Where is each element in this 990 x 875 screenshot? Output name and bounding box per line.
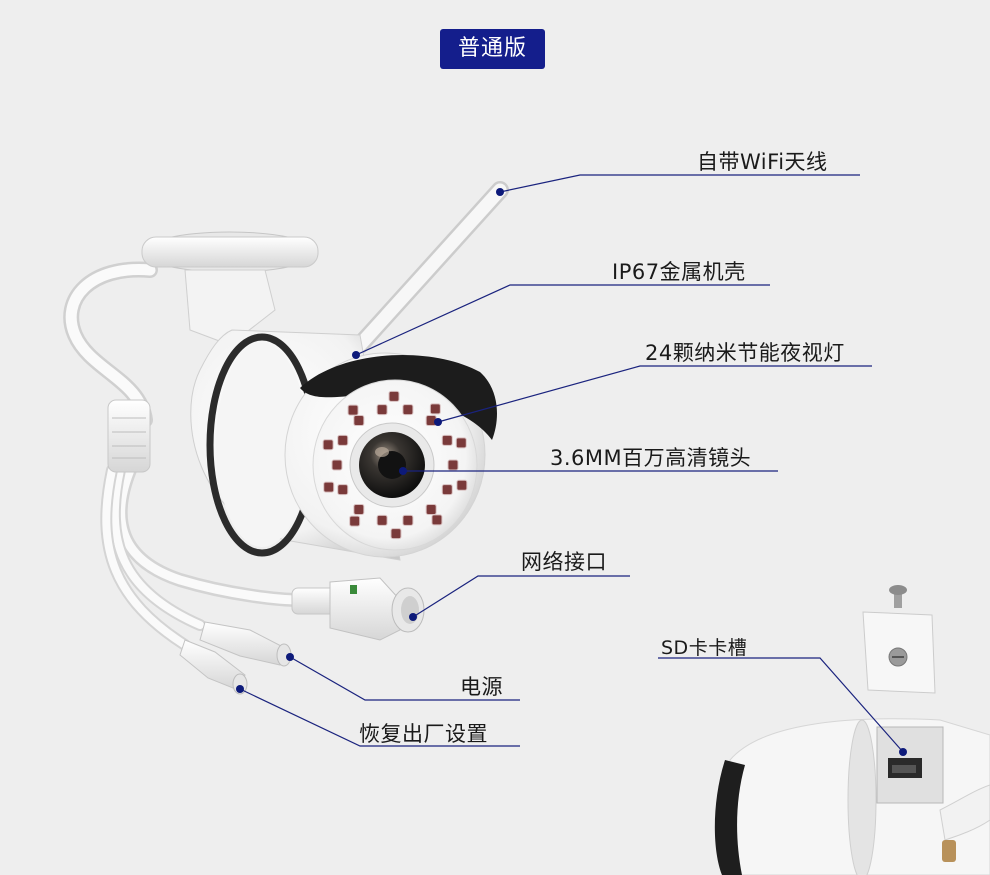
rj45-connector bbox=[291, 577, 425, 641]
ir-led bbox=[376, 404, 388, 416]
ir-led bbox=[376, 514, 388, 526]
ir-led bbox=[429, 403, 441, 415]
ir-led bbox=[353, 503, 365, 515]
power-plug bbox=[199, 621, 292, 667]
ir-led bbox=[337, 434, 349, 446]
callout-wifi-antenna: 自带WiFi天线 bbox=[697, 150, 828, 174]
ir-led bbox=[322, 439, 334, 451]
ir-led bbox=[349, 515, 361, 527]
callout-reset: 恢复出厂设置 bbox=[359, 722, 488, 746]
ir-led bbox=[331, 459, 343, 471]
callout-ir-leds: 24颗纳米节能夜视灯 bbox=[645, 341, 845, 365]
callout-sd-slot: SD卡卡槽 bbox=[661, 637, 748, 659]
callout-lens: 3.6MM百万高清镜头 bbox=[550, 446, 752, 470]
callout-power: 电源 bbox=[460, 675, 503, 699]
sd-slot-closeup bbox=[714, 585, 990, 875]
wall-mount bbox=[141, 231, 319, 346]
ir-led bbox=[431, 514, 443, 526]
ir-led bbox=[323, 481, 335, 493]
ir-led bbox=[353, 415, 365, 427]
ir-led bbox=[425, 503, 437, 515]
callout-network-port: 网络接口 bbox=[521, 550, 607, 574]
cables bbox=[63, 261, 307, 651]
edition-badge: 普通版 bbox=[440, 29, 545, 69]
antenna bbox=[351, 181, 509, 354]
leader-lines bbox=[239, 174, 904, 753]
ir-led bbox=[441, 434, 453, 446]
ir-led bbox=[402, 514, 414, 526]
cable-splitter bbox=[107, 399, 151, 473]
callout-metal-housing: IP67金属机壳 bbox=[612, 260, 746, 284]
ir-led bbox=[447, 459, 459, 471]
ir-led bbox=[390, 528, 402, 540]
ir-led bbox=[402, 404, 414, 416]
ir-led bbox=[337, 484, 349, 496]
ir-led bbox=[347, 404, 359, 416]
leader-dots bbox=[236, 188, 907, 756]
lens bbox=[349, 422, 435, 508]
ir-led bbox=[456, 479, 468, 491]
ir-led bbox=[441, 484, 453, 496]
ir-led bbox=[388, 390, 400, 402]
ir-led bbox=[455, 437, 467, 449]
